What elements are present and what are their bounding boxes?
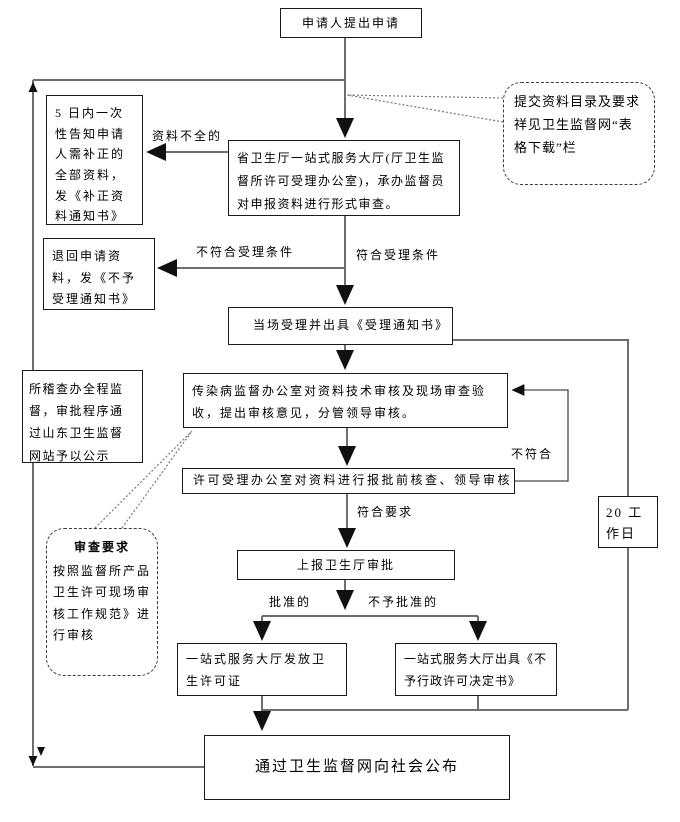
callout-tail-review-require <box>94 430 193 529</box>
label-meet-conditions: 符合受理条件 <box>356 248 441 262</box>
node-reject-return: 退回申请资料，发《不予受理通知书》 <box>43 238 155 310</box>
node-supplement-notice: 5 日内一次性告知申请人需补正的全部资料，发《补正资料通知书》 <box>46 95 143 225</box>
callout-review-require-title: 审查要求 <box>73 540 130 554</box>
node-submit-approval: 上报卫生厅审批 <box>237 550 455 580</box>
label-incomplete-materials: 资料不全的 <box>152 129 223 143</box>
label-approved: 批准的 <box>269 595 312 609</box>
arrowhead-down-left-icon <box>28 756 38 766</box>
callout-review-require: 审查要求 按照监督所产品卫生许可现场审核工作规范》进行审核 <box>46 528 158 676</box>
label-not-approved: 不予批准的 <box>368 595 439 609</box>
label-not-meet-conditions: 不符合受理条件 <box>196 245 295 259</box>
callout-review-require-body: 按照监督所产品卫生许可现场审核工作规范》进行审核 <box>53 563 152 643</box>
node-working-days: 20 工作日 <box>598 496 658 548</box>
node-issue-license: 一站式服务大厅发放卫生许可证 <box>177 643 347 696</box>
arrowhead-up-icon <box>28 82 38 92</box>
node-deny-decision: 一站式服务大厅出具《不予行政许可决定书》 <box>395 643 557 696</box>
edge-not-conform-loop <box>511 384 569 482</box>
arrowhead-down-small-icon <box>37 747 45 756</box>
node-start: 申请人提出申请 <box>280 8 422 38</box>
label-meet-requirements: 符合要求 <box>357 505 414 519</box>
node-accept-notice: 当场受理并出具《受理通知书》 <box>228 307 453 345</box>
callout-submit-materials: 提交资料目录及要求祥见卫生监督网“表格下载”栏 <box>503 82 655 185</box>
node-publish: 通过卫生监督网向社会公布 <box>204 735 510 800</box>
node-technical-review: 传染病监督办公室对资料技术审核及现场审查验收，提出审核意见，分管领导审核。 <box>183 373 508 428</box>
label-not-conform: 不符合 <box>511 447 554 461</box>
edge-submit-to-split <box>253 580 487 641</box>
node-formal-review: 省卫生厅一站式服务大厅(厅卫生监督所许可受理办公室)，承办监督员对申报资料进行形… <box>228 140 460 216</box>
node-process-supervision: 所稽查办全程监督，审批程序通过山东卫生监督网站予以公示 <box>22 370 143 463</box>
callout-tail-submit-materials <box>346 94 504 123</box>
node-pre-approval-check: 许可受理办公室对资料进行报批前核查、领导审核 <box>182 468 515 494</box>
edge-working-days-line <box>453 339 629 710</box>
